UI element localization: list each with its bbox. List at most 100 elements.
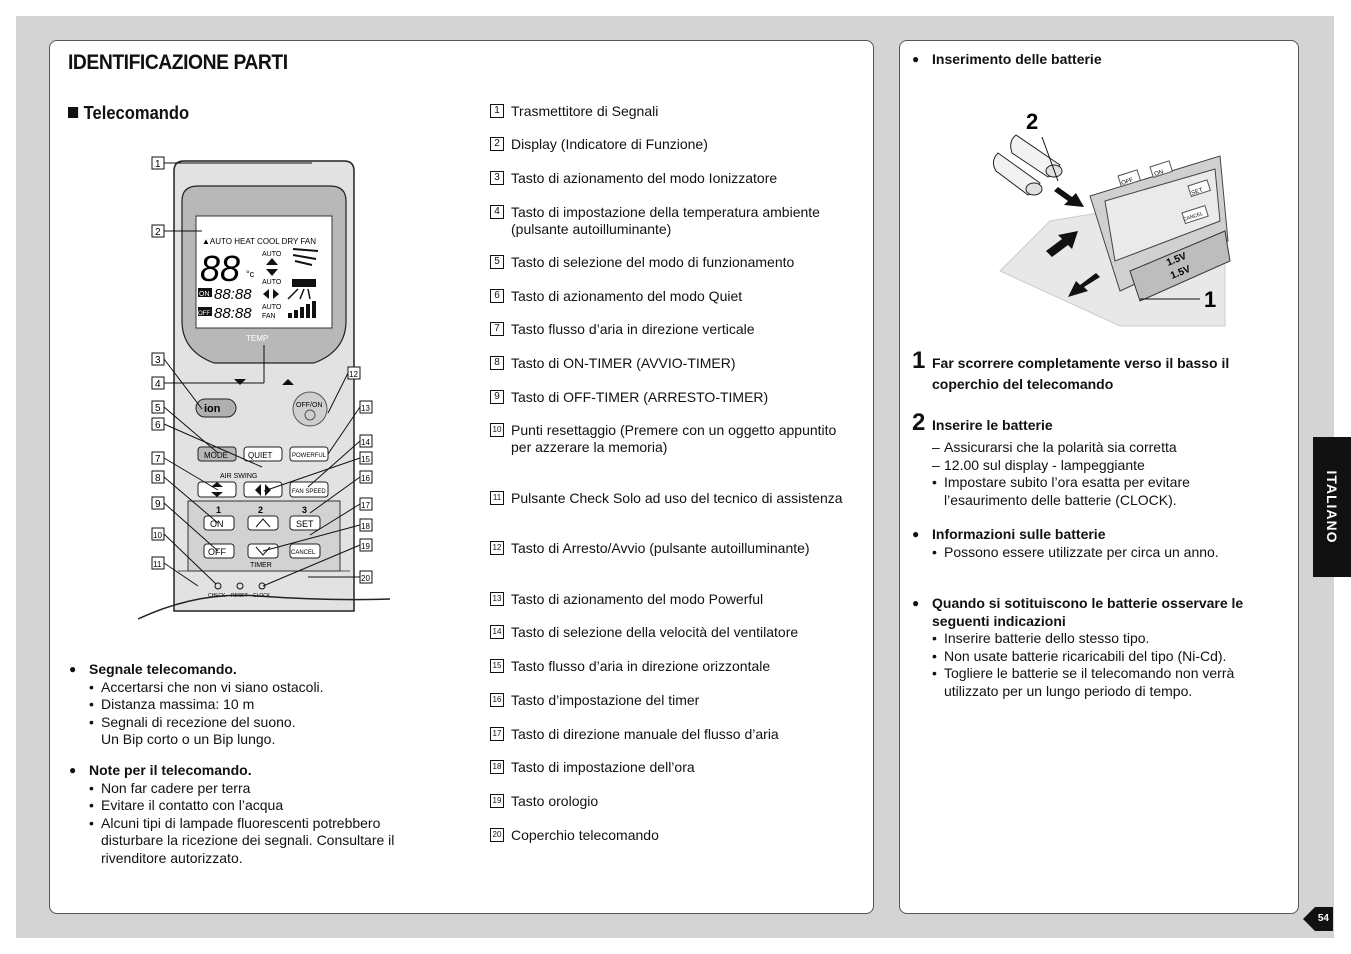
info-title: Informazioni sulle batterie <box>912 526 1282 544</box>
callout-4: 4 <box>155 379 161 390</box>
fig-off-button: OFF <box>1121 177 1135 187</box>
display-on-time: 88:88 <box>214 286 252 303</box>
page-number-wrap: 54 <box>1303 907 1333 931</box>
battery-figure: OFF ON SET CANCEL 1.5V 1.5V 2 1 <box>992 109 1231 327</box>
step-2-list: Assicurarsi che la polarità sia corretta… <box>932 439 1272 509</box>
notes-title: Note per il telecomando. <box>69 762 429 780</box>
fan-speed-button[interactable] <box>289 481 329 498</box>
quiet-label: QUIET <box>248 451 273 460</box>
callout-labels: 1 2 3 4 5 6 7 8 9 10 11 12 13 14 15 16 1… <box>151 156 373 584</box>
callout-12: 12 <box>349 370 358 379</box>
display-temp-digits: 88 <box>200 248 240 289</box>
callout-9: 9 <box>155 499 161 510</box>
quiet-button[interactable] <box>243 446 283 462</box>
insert-arrow-icon <box>1054 187 1084 207</box>
step-2-item: Assicurarsi che la polarità sia corretta <box>932 439 1272 457</box>
clock-point[interactable] <box>258 582 266 590</box>
left-panel: IDENTIFICAZIONE PARTI Telecomando ▲AUTO … <box>49 40 874 914</box>
slide-down-arrow-icon <box>1068 273 1100 297</box>
display-fan-label: FAN <box>262 313 276 320</box>
off-timer-button[interactable] <box>203 543 235 559</box>
on-timer-label: ON <box>210 519 224 529</box>
reset-point[interactable] <box>236 582 244 590</box>
language-tab-label: ITALIANO <box>1324 470 1340 544</box>
reset-label: RESET <box>231 593 248 599</box>
callout-6: 6 <box>155 420 161 431</box>
callout-11: 11 <box>153 560 162 569</box>
callout-16: 16 <box>361 474 370 483</box>
fig-label-1: 1 <box>1204 287 1216 312</box>
check-label: CHECK <box>208 593 226 599</box>
signal-item-cont: Un Bip corto o un Bip lungo. <box>101 731 276 747</box>
temp-label: TEMP <box>246 334 268 343</box>
signal-item: Segnali di recezione del suono. <box>89 714 449 732</box>
step-2: 2 <box>258 505 263 515</box>
ion-button[interactable] <box>195 398 237 418</box>
notes-item: Alcuni tipi di lampade fluorescenti potr… <box>89 815 429 868</box>
display-off-time: 88:88 <box>214 305 252 322</box>
fig-label-2: 2 <box>1026 109 1038 134</box>
step-2-text: Inserire le batterie <box>932 417 1053 433</box>
step-1-number: 1 <box>912 347 926 374</box>
display-modes-text: ▲AUTO HEAT COOL DRY FAN <box>202 237 316 246</box>
callout-2: 2 <box>155 227 161 238</box>
notes-item: Evitare il contatto con l’acqua <box>89 797 429 815</box>
cancel-label: CANCEL <box>291 550 316 556</box>
page-number: 54 <box>1317 913 1329 924</box>
step-2-number: 2 <box>912 409 926 436</box>
signal-item: Accertarsi che non vi siano ostacoli. <box>89 679 449 697</box>
remote-diagram: ▲AUTO HEAT COOL DRY FAN 88 °c ON OFF 88:… <box>138 156 391 620</box>
signal-item: Distanza massima: 10 m <box>89 696 449 714</box>
step-3: 3 <box>302 505 307 515</box>
set-label: SET <box>296 519 314 529</box>
mode-label: MODE <box>204 451 228 460</box>
time-up-button[interactable] <box>247 515 279 531</box>
signal-title: Segnale telecomando. <box>69 661 449 679</box>
display-airflow-icon <box>292 248 319 266</box>
callout-5: 5 <box>155 403 161 414</box>
battery-info: Informazioni sulle batterie Possono esse… <box>912 526 1282 561</box>
step-1-text: Far scorrere completamente verso il bass… <box>932 355 1230 392</box>
offon-button[interactable] <box>292 391 328 427</box>
page-title: IDENTIFICAZIONE PARTI <box>68 51 288 74</box>
battery-section: Inserimento delle batterie <box>912 51 1282 69</box>
set-button[interactable] <box>289 515 321 531</box>
display-auto-3: AUTO <box>262 304 282 311</box>
display-hswing-icon <box>263 289 279 299</box>
callout-17: 17 <box>361 501 370 510</box>
fan-speed-label: FAN SPEED <box>292 489 326 495</box>
callout-1: 1 <box>155 159 161 170</box>
signal-notes: Segnale telecomando. Accertarsi che non … <box>69 661 449 749</box>
callout-15: 15 <box>361 455 370 464</box>
temp-down-arrow <box>234 379 246 385</box>
replace-item: Togliere le batterie se il telecomando n… <box>932 665 1282 700</box>
callout-7: 7 <box>155 454 161 465</box>
step-2-item: 12.00 sul display - lampeggiante <box>932 457 1272 475</box>
right-panel: Inserimento delle batterie OFF ON SET CA… <box>899 40 1299 914</box>
clock-label: CLOCK <box>253 593 271 599</box>
slide-up-arrow-icon <box>1046 231 1078 257</box>
page-number-badge <box>1303 907 1333 931</box>
display-on-label: ON <box>199 291 210 298</box>
cancel-button[interactable] <box>289 543 321 559</box>
step-1: 1 <box>216 505 221 515</box>
replace-item: Inserire batterie dello stesso tipo. <box>932 630 1282 648</box>
on-timer-button[interactable] <box>203 515 235 531</box>
hswing-button[interactable] <box>243 481 283 498</box>
off-timer-label: OFF <box>208 547 226 557</box>
